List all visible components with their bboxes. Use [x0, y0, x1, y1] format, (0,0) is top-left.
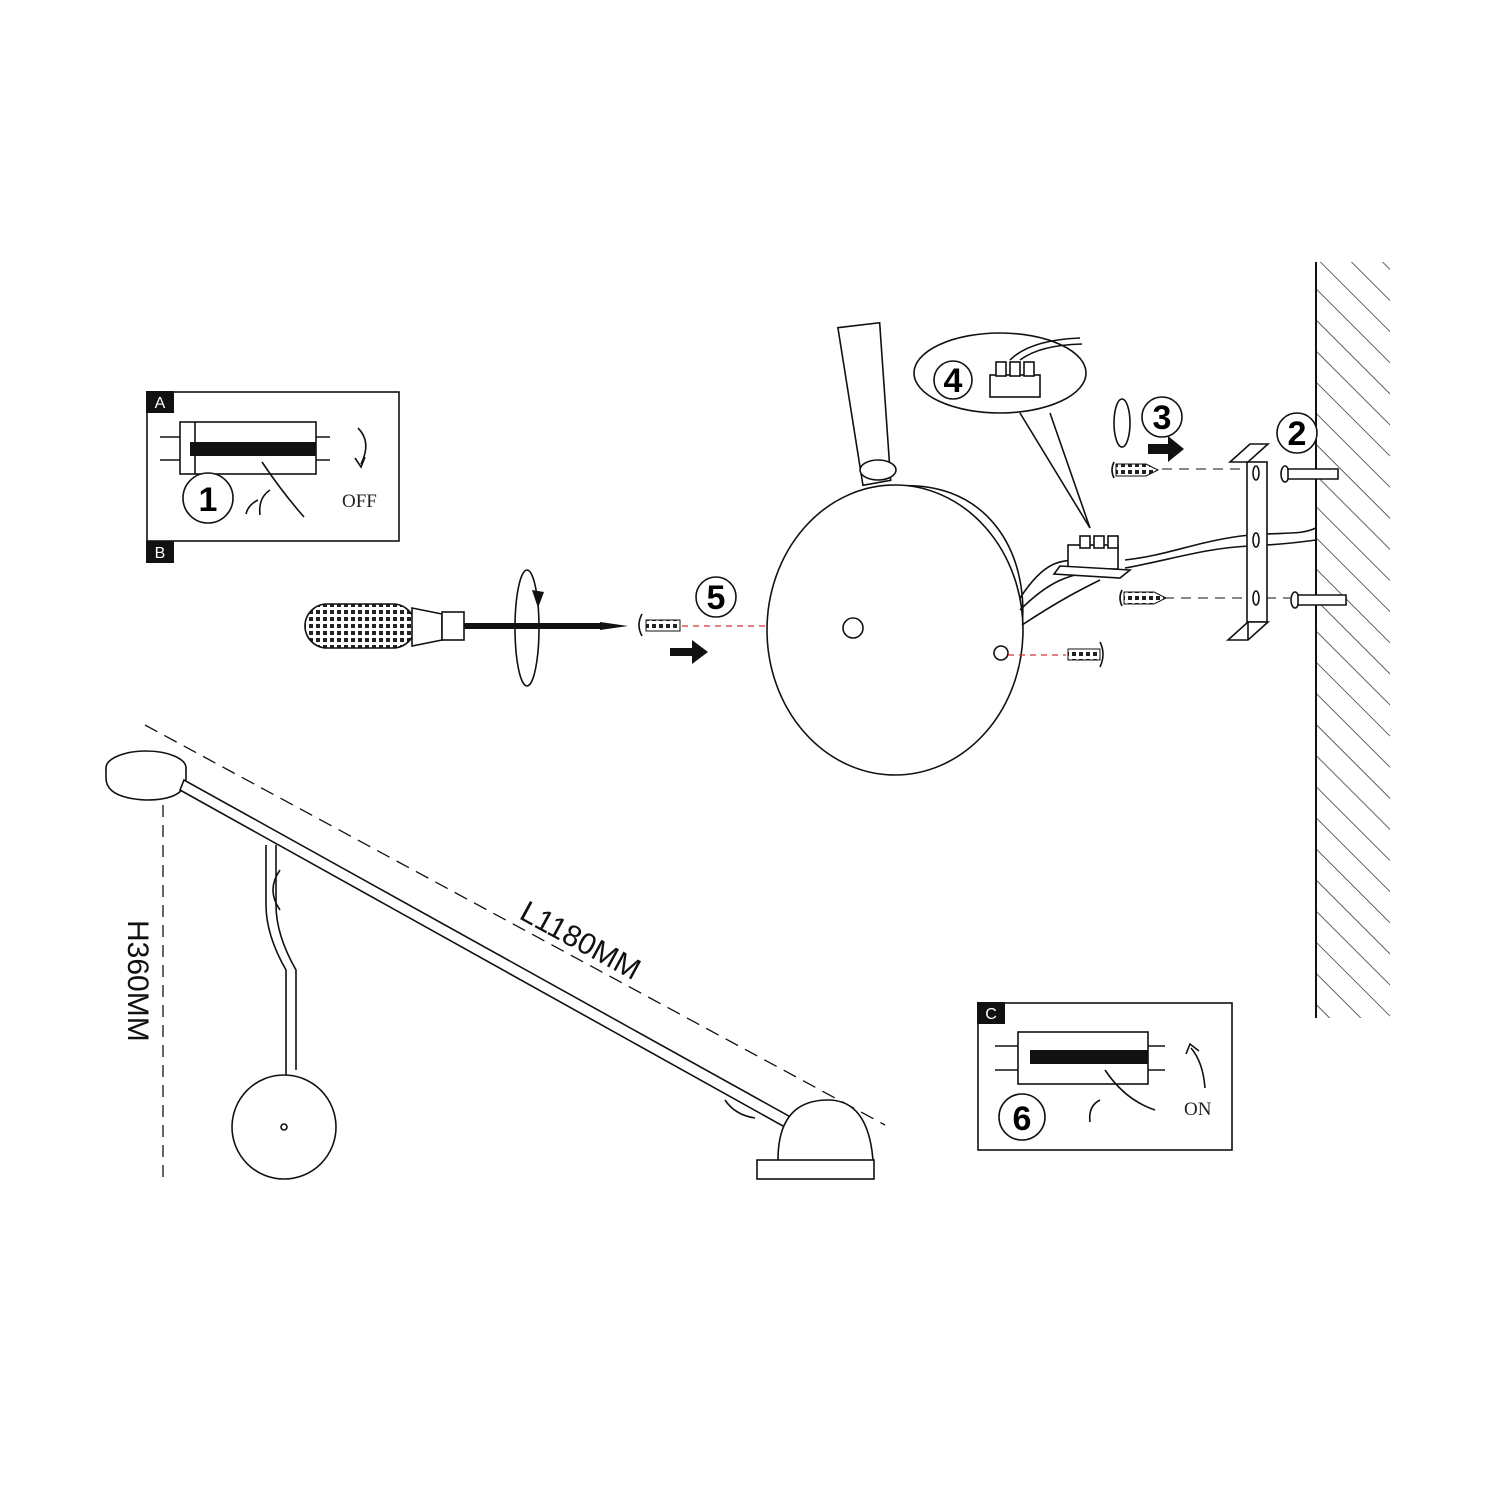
step-3-number: 3 — [1153, 399, 1172, 437]
step-1-badge — [182, 472, 234, 524]
center-screw-icon — [842, 617, 864, 639]
step-4-badge — [933, 360, 973, 400]
wall — [1315, 262, 1390, 1018]
step-2-number: 2 — [1288, 415, 1307, 453]
step-5-number: 5 — [707, 579, 726, 617]
mounting-bracket — [1225, 443, 1271, 641]
arrow-up-icon — [1190, 1047, 1206, 1089]
push-arrow-icon — [1148, 436, 1184, 462]
arrow-down-icon — [357, 427, 367, 465]
side-screw-icon — [1067, 641, 1104, 668]
panel-b-label: B — [155, 545, 166, 562]
breaker-box-icon — [995, 1031, 1165, 1085]
panel-a-breaker-off: A B 1 OFF — [146, 391, 400, 563]
breaker-box-icon — [160, 421, 330, 475]
height-dimension: H360MM — [121, 920, 154, 1042]
on-label: ON — [1184, 1099, 1212, 1120]
screw-icon — [638, 613, 681, 637]
step-1-number: 1 — [199, 481, 218, 519]
terminal-detail-bubble: 4 — [913, 332, 1087, 414]
rotate-icon — [1113, 398, 1131, 448]
wall-screws — [1111, 461, 1290, 607]
step-3-badge — [1141, 396, 1183, 438]
panel-c-breaker-on: C 6 ON — [977, 1002, 1233, 1151]
lamp-side-view: L1180MM H360MM — [105, 724, 886, 1182]
length-dimension: L1180MM — [515, 895, 646, 987]
wall-anchor-icon — [1280, 465, 1347, 609]
step-4-number: 4 — [944, 362, 963, 400]
panel-a-label: A — [155, 395, 166, 412]
step-6-badge — [998, 1093, 1046, 1141]
step-6-number: 6 — [1013, 1100, 1032, 1138]
hand-icon — [1088, 1069, 1156, 1123]
wiring — [1019, 412, 1317, 626]
push-arrow-icon — [670, 640, 708, 664]
lamp-wall-plate — [766, 321, 1024, 776]
off-label: OFF — [342, 491, 377, 512]
step-2-badge — [1276, 412, 1318, 454]
hand-icon — [245, 461, 305, 518]
step-5-badge — [695, 576, 737, 618]
panel-c-label: C — [985, 1006, 997, 1023]
screwdriver-icon — [304, 569, 628, 687]
rotate-icon — [514, 569, 540, 687]
